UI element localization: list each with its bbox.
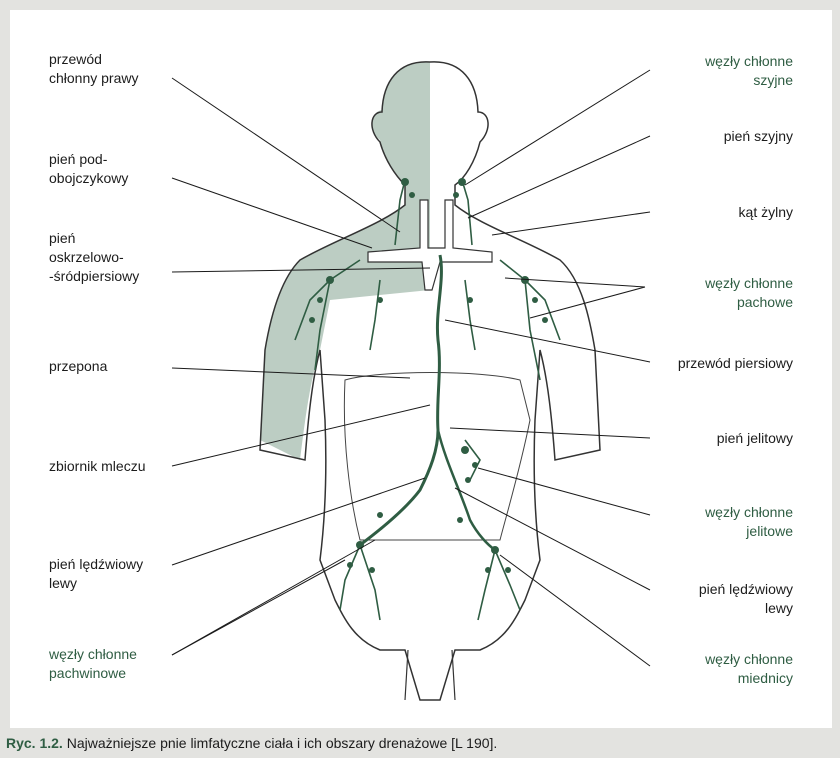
label-line: przewód piersiowy — [677, 355, 793, 371]
label-pien-podobojczykowy: pień pod-obojczykowy — [49, 150, 128, 188]
label-line: pień lędźwiowy — [49, 556, 144, 572]
label-przewod-chlonny-prawy: przewód chłonny prawy — [49, 50, 139, 88]
caption-text: Najważniejsze pnie limfatyczne ciała i i… — [62, 735, 498, 751]
label-line: przepona — [49, 358, 108, 374]
label-line: węzły chłonne — [705, 504, 793, 520]
label-line: pachowe — [736, 294, 793, 310]
figure-caption: Ryc. 1.2. Najważniejsze pnie limfatyczne… — [6, 735, 497, 751]
label-line: zbiornik mleczu — [49, 458, 146, 474]
label-pien-szyjny: pień szyjny — [724, 127, 793, 146]
label-przepona: przepona — [49, 357, 107, 376]
label-line: oskrzelowo- — [49, 249, 124, 265]
label-line: szyjne — [753, 72, 793, 88]
label-line: pień szyjny — [723, 128, 793, 144]
caption-number: Ryc. 1.2. — [6, 735, 63, 751]
label-line: obojczykowy — [49, 170, 129, 186]
label-wezly-miednicy: węzły chłonne miednicy — [705, 650, 793, 688]
label-zbiornik-mleczu: zbiornik mleczu — [49, 457, 145, 476]
diaphragm-outline — [343, 372, 531, 541]
venous-angle — [367, 199, 493, 291]
label-line: -śródpiersiowy — [49, 268, 140, 284]
body-outline — [259, 61, 601, 701]
label-pien-ledzwiowy-lewy-right: pień lędźwiowy lewy — [699, 580, 793, 618]
label-line: węzły chłonne — [705, 275, 793, 291]
lymph-vessels — [294, 179, 561, 621]
label-line: węzły chłonne — [705, 651, 793, 667]
label-wezly-pachwinowe: węzły chłonne pachwinowe — [49, 645, 137, 683]
label-line: miednicy — [737, 670, 793, 686]
label-line: lewy — [49, 575, 78, 591]
label-line: kąt żylny — [738, 204, 793, 220]
label-wezly-pachowe: węzły chłonne pachowe — [705, 274, 793, 312]
label-pien-jelitowy: pień jelitowy — [717, 429, 793, 448]
leader-lines — [171, 69, 651, 667]
label-line: chłonny prawy — [49, 70, 139, 86]
label-line: pień — [49, 230, 76, 246]
label-line: pień jelitowy — [716, 430, 793, 446]
label-line: jelitowe — [746, 523, 793, 539]
label-line: węzły chłonne — [49, 646, 137, 662]
label-line: pachwinowe — [49, 665, 127, 681]
label-kat-zylny: kąt żylny — [739, 203, 793, 222]
thoracic-duct — [359, 254, 443, 547]
label-pien-oskrzelowo-srodpiersiowy: pień oskrzelowo- -śródpiersiowy — [49, 229, 139, 286]
label-line: przewód — [49, 51, 102, 67]
label-line: pień lędźwiowy — [698, 581, 793, 597]
label-line: węzły chłonne — [705, 53, 793, 69]
label-wezly-jelitowe: węzły chłonne jelitowe — [705, 503, 793, 541]
label-line: lewy — [764, 600, 793, 616]
right-duct-drainage-region — [260, 61, 430, 460]
label-pien-ledzwiowy-lewy-left: pień lędźwiowy lewy — [49, 555, 143, 593]
label-line: pień pod- — [49, 151, 108, 167]
label-przewod-piersiowy: przewód piersiowy — [678, 354, 793, 373]
label-wezly-szyjne: węzły chłonne szyjne — [705, 52, 793, 90]
